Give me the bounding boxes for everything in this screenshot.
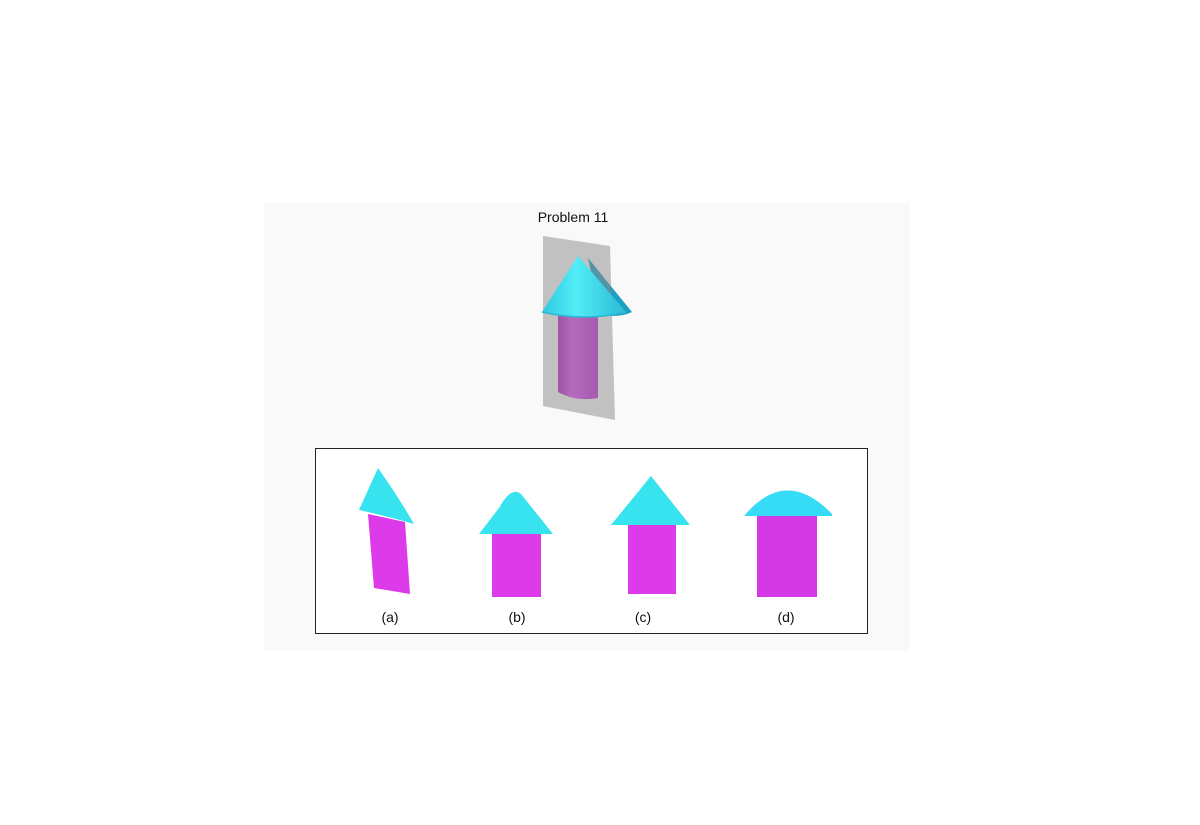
option-b-shape[interactable] [475, 480, 560, 605]
option-d-parabola-section [744, 490, 832, 516]
option-c-triangle [611, 476, 690, 525]
option-d-label[interactable]: (d) [777, 609, 795, 625]
option-d-shape[interactable] [740, 482, 835, 602]
option-b-rectangle [492, 533, 541, 597]
option-a-shape[interactable] [350, 460, 430, 600]
option-a-rectangle [368, 514, 410, 594]
problem-title: Problem 11 [537, 209, 609, 225]
option-a-label[interactable]: (a) [381, 609, 399, 625]
cone-base-rim [541, 311, 627, 318]
option-d-rectangle [757, 515, 817, 597]
option-b-cone-section [479, 491, 553, 534]
option-a-cone-section [359, 468, 414, 524]
option-c-shape[interactable] [608, 472, 693, 602]
option-b-label[interactable]: (b) [508, 609, 526, 625]
option-c-label[interactable]: (c) [634, 609, 652, 625]
option-c-rectangle [628, 524, 676, 594]
cone [542, 256, 626, 317]
